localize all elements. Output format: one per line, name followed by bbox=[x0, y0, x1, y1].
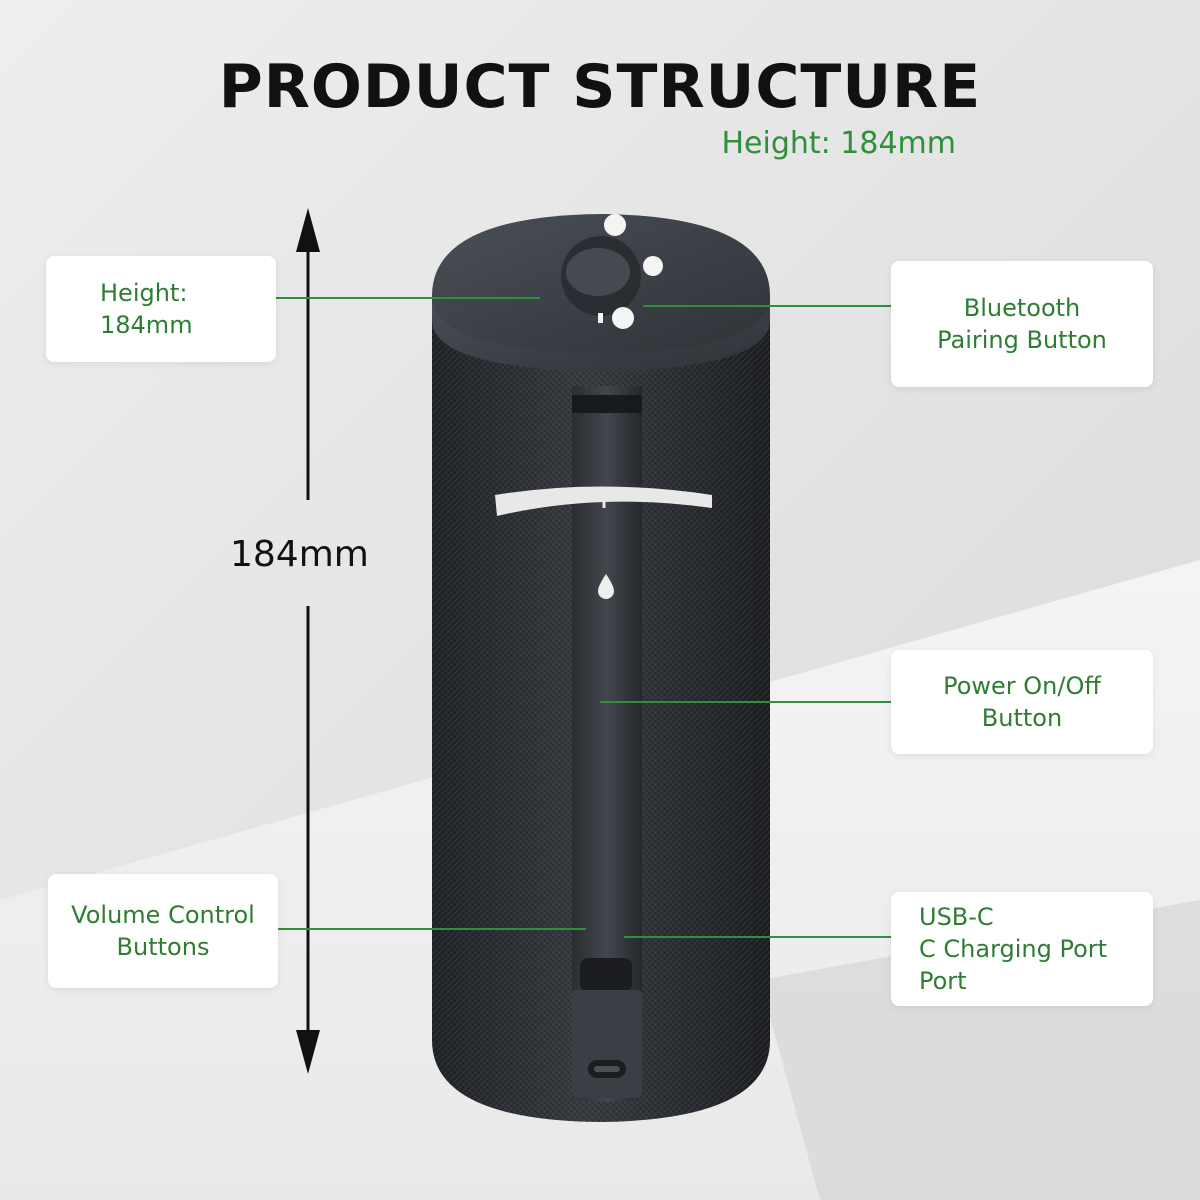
callout-volume-line1: Volume Control bbox=[71, 901, 255, 929]
callout-height-line1: Height: bbox=[100, 279, 188, 307]
callout-height: Height: 184mm bbox=[46, 256, 276, 362]
callout-usb-line2: C Charging Port bbox=[919, 935, 1108, 963]
callout-usb-line3: Port bbox=[919, 967, 967, 995]
callout-power-line1: Power On/Off bbox=[943, 672, 1101, 700]
callout-bluetooth-pairing-button: Bluetooth Pairing Button bbox=[891, 261, 1153, 387]
callout-power-button: Power On/Off Button bbox=[891, 650, 1153, 754]
callout-bluetooth-line2: Pairing Button bbox=[937, 326, 1107, 354]
callout-usb-c-port: USB-C C Charging Port Port bbox=[891, 892, 1153, 1006]
page-title: PRODUCT STRUCTURE bbox=[218, 52, 982, 122]
callout-power-line2: Button bbox=[981, 704, 1063, 732]
callout-volume-line2: Buttons bbox=[116, 933, 210, 961]
callout-bluetooth-line1: Bluetooth bbox=[963, 294, 1081, 322]
callout-volume-buttons: Volume Control Buttons bbox=[48, 874, 278, 988]
callout-usb-line1: USB-C bbox=[919, 903, 994, 931]
dimension-label: 184mm bbox=[230, 534, 369, 575]
page-subtitle: Height: 184mm bbox=[721, 126, 956, 161]
callout-height-line2: 184mm bbox=[100, 311, 193, 339]
